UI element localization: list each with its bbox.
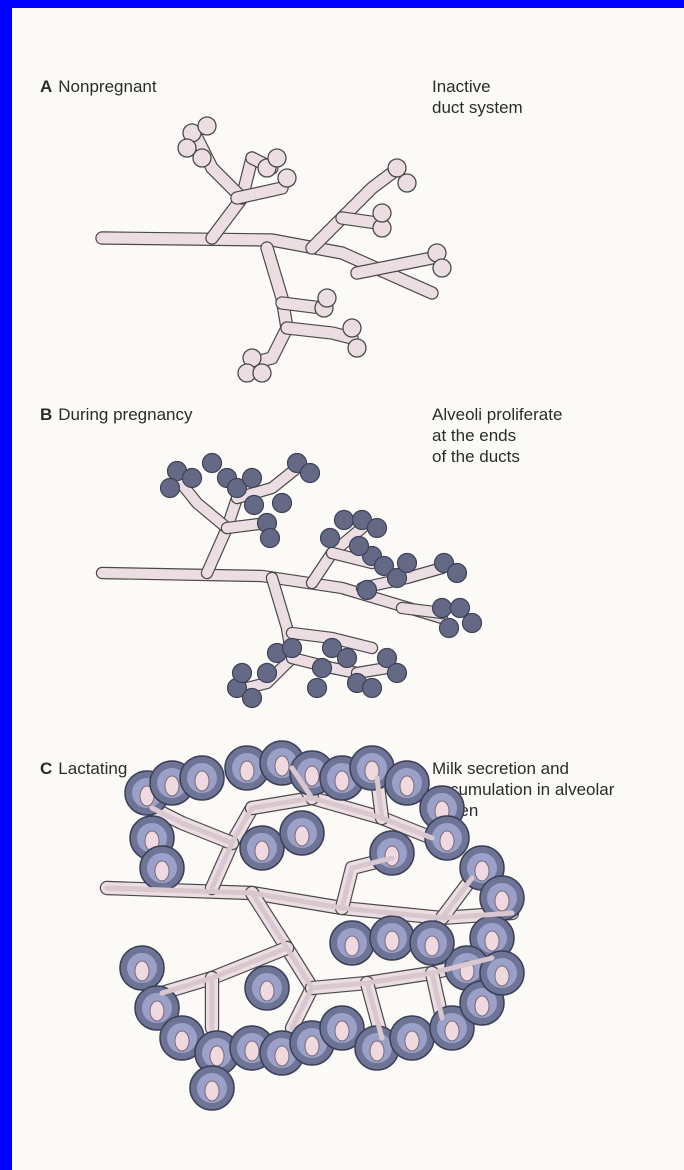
knob-a-19 [178, 139, 196, 157]
alveolus-b-39 [363, 679, 382, 698]
alveolus-c-lumen-4 [275, 756, 289, 776]
alveolus-c-lumen-17 [495, 891, 509, 911]
alveolus-c-lumen-5 [305, 766, 319, 786]
alveolus-c-lumen-8 [400, 776, 414, 796]
alveolus-c-lumen-13 [255, 841, 269, 861]
alveolus-c-lumen-12 [155, 861, 169, 881]
alveolus-b-12 [245, 496, 264, 515]
alveolus-b-28 [440, 619, 459, 638]
mammary-gland-diagram [12, 8, 684, 1170]
knob-a-10 [433, 259, 451, 277]
alveolus-b-21 [398, 554, 417, 573]
knob-a-4 [278, 169, 296, 187]
alveolus-c-lumen-16 [475, 861, 489, 881]
alveolus-c-lumen-30 [335, 1021, 349, 1041]
panel-b-duct-tree [102, 454, 482, 708]
knob-a-14 [318, 289, 336, 307]
knob-a-17 [253, 364, 271, 382]
alveolus-c-lumen-23 [135, 961, 149, 981]
alveolus-c-lumen-37 [260, 981, 274, 1001]
knob-a-11 [343, 319, 361, 337]
alveolus-c-lumen-6 [335, 771, 349, 791]
alveolus-b-34 [283, 639, 302, 658]
knob-a-3 [268, 149, 286, 167]
alveolus-b-36 [338, 649, 357, 668]
alveolus-c-lumen-36 [205, 1081, 219, 1101]
alveolus-b-27 [463, 614, 482, 633]
alveolus-b-9 [273, 494, 292, 513]
alveolus-c-lumen-1 [165, 776, 179, 796]
alveolus-c-lumen-33 [445, 1021, 459, 1041]
alveolus-c-lumen-32 [405, 1031, 419, 1051]
duct-a-2 [197, 138, 242, 198]
knob-a-12 [348, 339, 366, 357]
alveolus-b-31 [233, 664, 252, 683]
alveolus-c-lumen-3 [240, 761, 254, 781]
alveolus-c-lumen-26 [210, 1046, 224, 1066]
alveolus-b-6 [243, 469, 262, 488]
alveolus-b-24 [358, 581, 377, 600]
alveolus-c-lumen-14 [295, 826, 309, 846]
knob-a-1 [198, 117, 216, 135]
alveolus-b-30 [243, 689, 262, 708]
alveolus-b-3 [203, 454, 222, 473]
alveolus-b-13 [335, 511, 354, 530]
alveolus-b-25 [433, 599, 452, 618]
alveolus-c-lumen-35 [495, 966, 509, 986]
duct-b-12 [357, 668, 387, 673]
duct-b-2 [177, 478, 227, 528]
alveolus-b-19 [350, 537, 369, 556]
alveolus-c-lumen-18 [485, 931, 499, 951]
alveolus-b-42 [308, 679, 327, 698]
alveolus-b-1 [183, 469, 202, 488]
panel-a-duct-tree [102, 117, 451, 382]
alveolus-c-lumen-22 [425, 936, 439, 956]
knob-a-6 [398, 174, 416, 192]
alveolus-b-11 [261, 529, 280, 548]
alveolus-b-18 [321, 529, 340, 548]
duct-a-6 [342, 218, 377, 223]
alveolus-c-lumen-34 [475, 996, 489, 1016]
alveolus-c-lumen-28 [275, 1046, 289, 1066]
alveolus-c-lumen-20 [345, 936, 359, 956]
alveolus-b-8 [301, 464, 320, 483]
knob-a-8 [373, 204, 391, 222]
alveolus-c-lumen-25 [175, 1031, 189, 1051]
alveolus-b-23 [448, 564, 467, 583]
alveolus-c-lumen-10 [440, 831, 454, 851]
alveolus-c-lumen-24 [150, 1001, 164, 1021]
alveolus-b-15 [368, 519, 387, 538]
alveolus-b-37 [313, 659, 332, 678]
alveolus-c-lumen-29 [305, 1036, 319, 1056]
panel-c-duct-tree [107, 741, 524, 1110]
alveolus-c-lumen-21 [385, 931, 399, 951]
alveolus-c-lumen-31 [370, 1041, 384, 1061]
alveolus-b-41 [388, 664, 407, 683]
alveolus-b-32 [258, 664, 277, 683]
alveolus-c-lumen-2 [195, 771, 209, 791]
alveolus-c-lumen-27 [245, 1041, 259, 1061]
alveolus-b-2 [161, 479, 180, 498]
